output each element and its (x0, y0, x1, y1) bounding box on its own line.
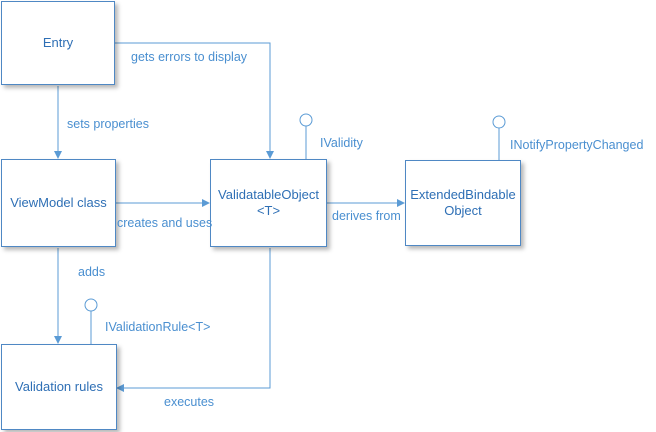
entry-box: Entry (1, 1, 115, 85)
validatableobject-label: ValidatableObject <T> (218, 187, 319, 219)
executes-label: executes (164, 395, 215, 409)
viewmodel-box: ViewModel class (1, 159, 116, 247)
inotify-label: INotifyPropertyChanged (510, 138, 644, 152)
creates-and-uses-label: creates and uses (117, 216, 213, 230)
sets-properties-label: sets properties (67, 117, 149, 131)
derives-from-label: derives from (332, 209, 401, 223)
edge-executes (116, 248, 271, 392)
ivalidationrule-lollipop-icon (84, 298, 98, 344)
viewmodel-label: ViewModel class (10, 195, 107, 210)
extendedbindableobject-line1: ExtendedBindable (410, 187, 516, 202)
validationrules-label: Validation rules (15, 379, 103, 394)
gets-errors-label: gets errors to display (131, 50, 248, 64)
ivalidity-lollipop-icon (299, 113, 313, 159)
entry-label: Entry (42, 35, 74, 50)
inotify-lollipop-icon (492, 115, 506, 160)
validatableobject-line1: ValidatableObject (218, 187, 319, 202)
validatableobject-line2: <T> (256, 203, 281, 218)
ivalidationrule-label: IValidationRule<T> (105, 320, 211, 334)
ivalidity-label: IValidity (320, 136, 363, 150)
adds-label: adds (78, 265, 106, 279)
validatableobject-box: ValidatableObject <T> (210, 159, 327, 247)
validationrules-box: Validation rules (1, 344, 117, 430)
extendedbindableobject-box: ExtendedBindable Object (405, 160, 521, 246)
extendedbindableobject-label: ExtendedBindable Object (410, 187, 516, 219)
extendedbindableobject-line2: Object (444, 203, 482, 218)
edge-gets-errors (115, 42, 274, 159)
